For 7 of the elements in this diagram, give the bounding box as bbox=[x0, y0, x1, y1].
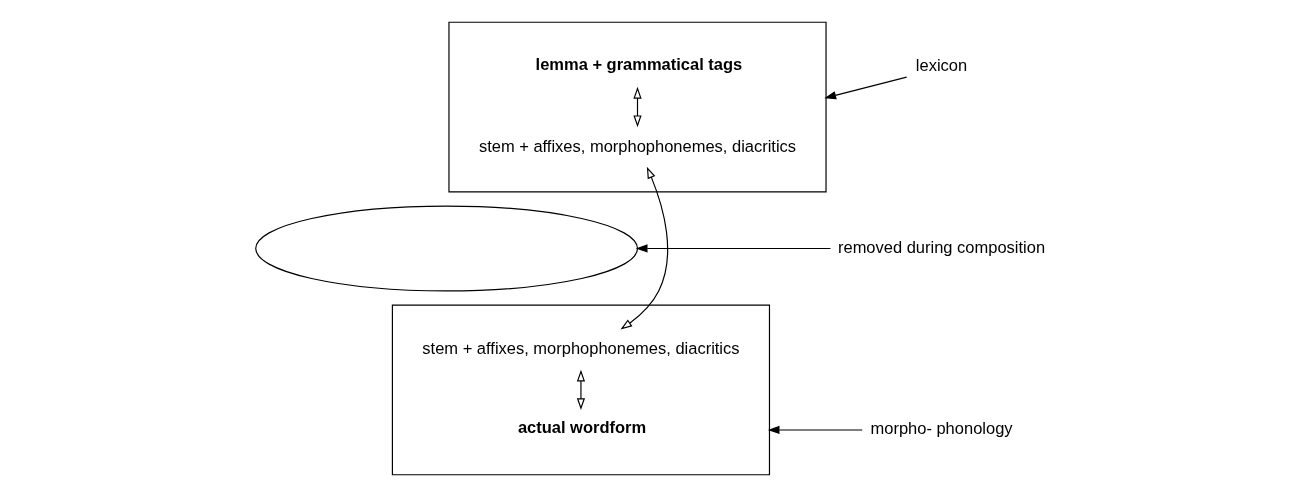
node-text: stem + affixes, morphophonemes, diacritics bbox=[421, 339, 740, 358]
node-text: lexicon bbox=[915, 56, 967, 75]
node-text: actual wordform bbox=[517, 418, 646, 437]
node-text: morpho- phonology bbox=[870, 419, 1013, 438]
node-text: stem + affixes, morphophonemes, diacritics bbox=[478, 136, 796, 155]
node-text: lemma + grammatical tags bbox=[535, 55, 742, 74]
node-text: removed during composition bbox=[837, 237, 1045, 256]
